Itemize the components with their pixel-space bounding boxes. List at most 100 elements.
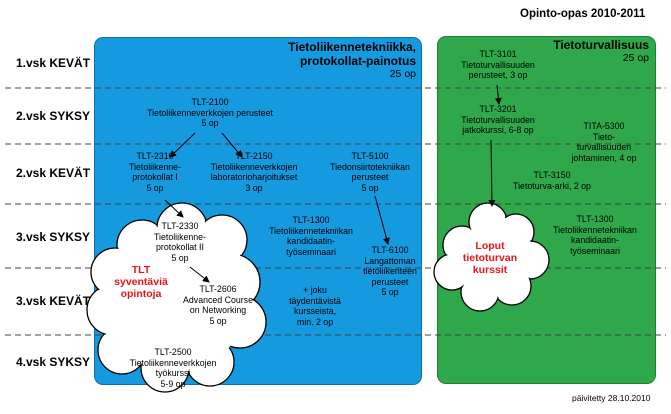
course-line: Tietoliikennetekniikan bbox=[269, 225, 353, 236]
course-line: TLT-6100 bbox=[371, 245, 409, 255]
course-tlt-3201: TLT-3201 Tietoturvallisuuden jatkokurssi… bbox=[446, 104, 550, 136]
course-line: 5 op bbox=[209, 315, 227, 326]
course-line: kandidaatin- bbox=[287, 236, 335, 247]
cloud-line: kurssit bbox=[472, 264, 508, 276]
course-tlt-1300-security: TLT-1300 Tietoliikennetekniikan kandidaa… bbox=[540, 214, 650, 256]
course-line: TLT-5100 bbox=[351, 151, 389, 161]
arrow-3201-to-cloud bbox=[488, 139, 496, 207]
course-line: Tietoliikenneverkkojen bbox=[129, 357, 217, 368]
course-line: TLT-2310 bbox=[136, 151, 174, 161]
course-tlt-2100: TLT-2100 Tietoliikenneverkkojen perustee… bbox=[140, 97, 280, 129]
course-line: TLT-2330 bbox=[161, 221, 199, 231]
course-tlt-6100: TLT-6100 Langattoman tietoliikenteen per… bbox=[352, 245, 428, 298]
networking-panel-credits: 25 op bbox=[389, 68, 416, 80]
course-line: min. 2 op bbox=[296, 316, 334, 327]
course-line: Tietoliikennetekniikan bbox=[553, 224, 637, 235]
cloud-tlt-deepening-fill bbox=[88, 204, 265, 391]
course-line: Tietoturva-arki, 2 op bbox=[513, 180, 591, 191]
course-line: Tieto- bbox=[592, 131, 616, 142]
cloud-line: TLT bbox=[131, 264, 151, 276]
networking-title-line: Tietoliikennetekniikka, bbox=[288, 40, 416, 54]
arrow-3101-to-3201 bbox=[494, 84, 502, 105]
course-line: on Networking bbox=[189, 305, 247, 316]
course-line: Tietoturvallisuuden bbox=[461, 59, 535, 70]
course-line: TLT-3101 bbox=[479, 49, 517, 59]
networking-title-line: protokollat-painotus bbox=[300, 54, 416, 68]
course-line: kursseista, bbox=[293, 306, 337, 317]
cloud-tlt-deepening-text: TLT syventäviä opintoja bbox=[106, 264, 176, 300]
course-line: täydentävistä bbox=[289, 295, 341, 306]
networking-panel-title: Tietoliikennetekniikka, protokollat-pain… bbox=[270, 40, 416, 68]
course-line: TLT-1300 bbox=[576, 214, 614, 224]
arrow-2100-to-2150 bbox=[221, 132, 243, 158]
cloud-line: tietoturvan bbox=[462, 252, 518, 264]
course-line: johtaminen, 4 op bbox=[571, 152, 637, 163]
course-line: TITA-5300 bbox=[583, 121, 625, 131]
course-line: työseminaari bbox=[570, 245, 620, 256]
course-line: jatkokurssi, 6-8 op bbox=[462, 125, 534, 136]
prerequisite-arrows bbox=[164, 84, 502, 283]
course-line: Tietoliikenne- bbox=[129, 161, 181, 172]
arrow-2100-to-2310 bbox=[169, 132, 196, 158]
course-line: protokollat II bbox=[156, 242, 204, 253]
course-line: Tietoliikenne- bbox=[154, 231, 206, 242]
course-line: TLT-2150 bbox=[235, 151, 273, 161]
course-tlt-3101: TLT-3101 Tietoturvallisuuden perusteet, … bbox=[446, 49, 550, 81]
semester-label: 4.vsk SYKSY bbox=[16, 355, 91, 369]
course-line: 3 op bbox=[245, 182, 263, 193]
course-tlt-3150: TLT-3150 Tietoturva-arki, 2 op bbox=[500, 170, 604, 191]
optional-courses-note: + joku täydentävistä kursseista, min. 2 … bbox=[280, 285, 350, 327]
course-line: työkurssi bbox=[155, 368, 191, 379]
course-line: 5 op bbox=[146, 182, 164, 193]
updated-date: päivitetty 28.10.2010 bbox=[572, 393, 651, 403]
course-line: työseminaari bbox=[286, 246, 336, 257]
course-line: TLT-1300 bbox=[292, 215, 330, 225]
cloud-line: syventäviä bbox=[114, 276, 168, 288]
security-panel-credits: 25 op bbox=[622, 52, 649, 64]
cloud-line: Loput bbox=[475, 240, 505, 252]
semester-label: 1.vsk KEVÄT bbox=[16, 56, 91, 70]
semester-label: 2.vsk SYKSY bbox=[16, 109, 91, 123]
course-line: Tietoliikenneverkkojen bbox=[210, 161, 298, 172]
semester-label: 3.vsk KEVÄT bbox=[16, 294, 91, 308]
security-panel-title: Tietoturvallisuus bbox=[553, 38, 649, 52]
course-line: tietoliikenteen bbox=[363, 266, 417, 277]
course-line: turvallisuuden bbox=[576, 142, 632, 153]
semester-label: 3.vsk SYKSY bbox=[16, 230, 91, 244]
course-tlt-2310: TLT-2310 Tietoliikenne- protokollat I 5 … bbox=[115, 151, 195, 193]
course-line: protokollat I bbox=[132, 172, 178, 183]
course-tita-5300: TITA-5300 Tieto- turvallisuuden johtamin… bbox=[562, 121, 646, 163]
course-tlt-2150: TLT-2150 Tietoliikenneverkkojen laborato… bbox=[198, 151, 310, 193]
page-title: Opinto-opas 2010-2011 bbox=[520, 8, 646, 20]
course-line: + joku bbox=[303, 285, 327, 295]
arrow-2310-to-2330 bbox=[164, 199, 184, 218]
course-tlt-2500: TLT-2500 Tietoliikenneverkkojen työkurss… bbox=[118, 347, 228, 389]
cloud-remaining-security-text: Loput tietoturvan kurssit bbox=[445, 240, 535, 276]
course-tlt-2330: TLT-2330 Tietoliikenne- protokollat II 5… bbox=[140, 221, 220, 263]
course-line: perusteet bbox=[371, 276, 409, 287]
course-line: Tietoliikenneverkkojen perusteet bbox=[147, 107, 273, 118]
course-line: laboratorioharjoitukset bbox=[210, 172, 298, 183]
course-line: TLT-2606 bbox=[199, 284, 237, 294]
semester-label: 2.vsk KEVÄT bbox=[16, 166, 91, 180]
course-line: Advanced Course bbox=[183, 294, 253, 305]
course-line: 5-9 op bbox=[160, 378, 186, 389]
course-line: kandidaatin- bbox=[571, 235, 619, 246]
arrow-5100-to-6100 bbox=[374, 195, 390, 245]
course-line: Langattoman bbox=[364, 255, 416, 266]
course-line: TLT-3150 bbox=[533, 170, 571, 180]
course-line: 5 op bbox=[381, 287, 399, 298]
course-line: perusteet, 3 op bbox=[468, 70, 528, 81]
cloud-remaining-security-fill bbox=[435, 204, 548, 310]
course-line: TLT-3201 bbox=[479, 104, 517, 114]
course-tlt-1300-networking: TLT-1300 Tietoliikennetekniikan kandidaa… bbox=[256, 215, 366, 257]
course-line: 5 op bbox=[171, 252, 189, 263]
course-tlt-2606: TLT-2606 Advanced Course on Networking 5… bbox=[176, 284, 260, 326]
arrow-2330-to-2606 bbox=[189, 266, 210, 283]
course-line: 5 op bbox=[361, 182, 379, 193]
course-line: Tietoturvallisuuden bbox=[461, 114, 535, 125]
course-tlt-5100: TLT-5100 Tiedonsiirtotekniikan perusteet… bbox=[318, 151, 422, 193]
course-line: TLT-2500 bbox=[154, 347, 192, 357]
course-line: perusteet bbox=[351, 172, 389, 183]
